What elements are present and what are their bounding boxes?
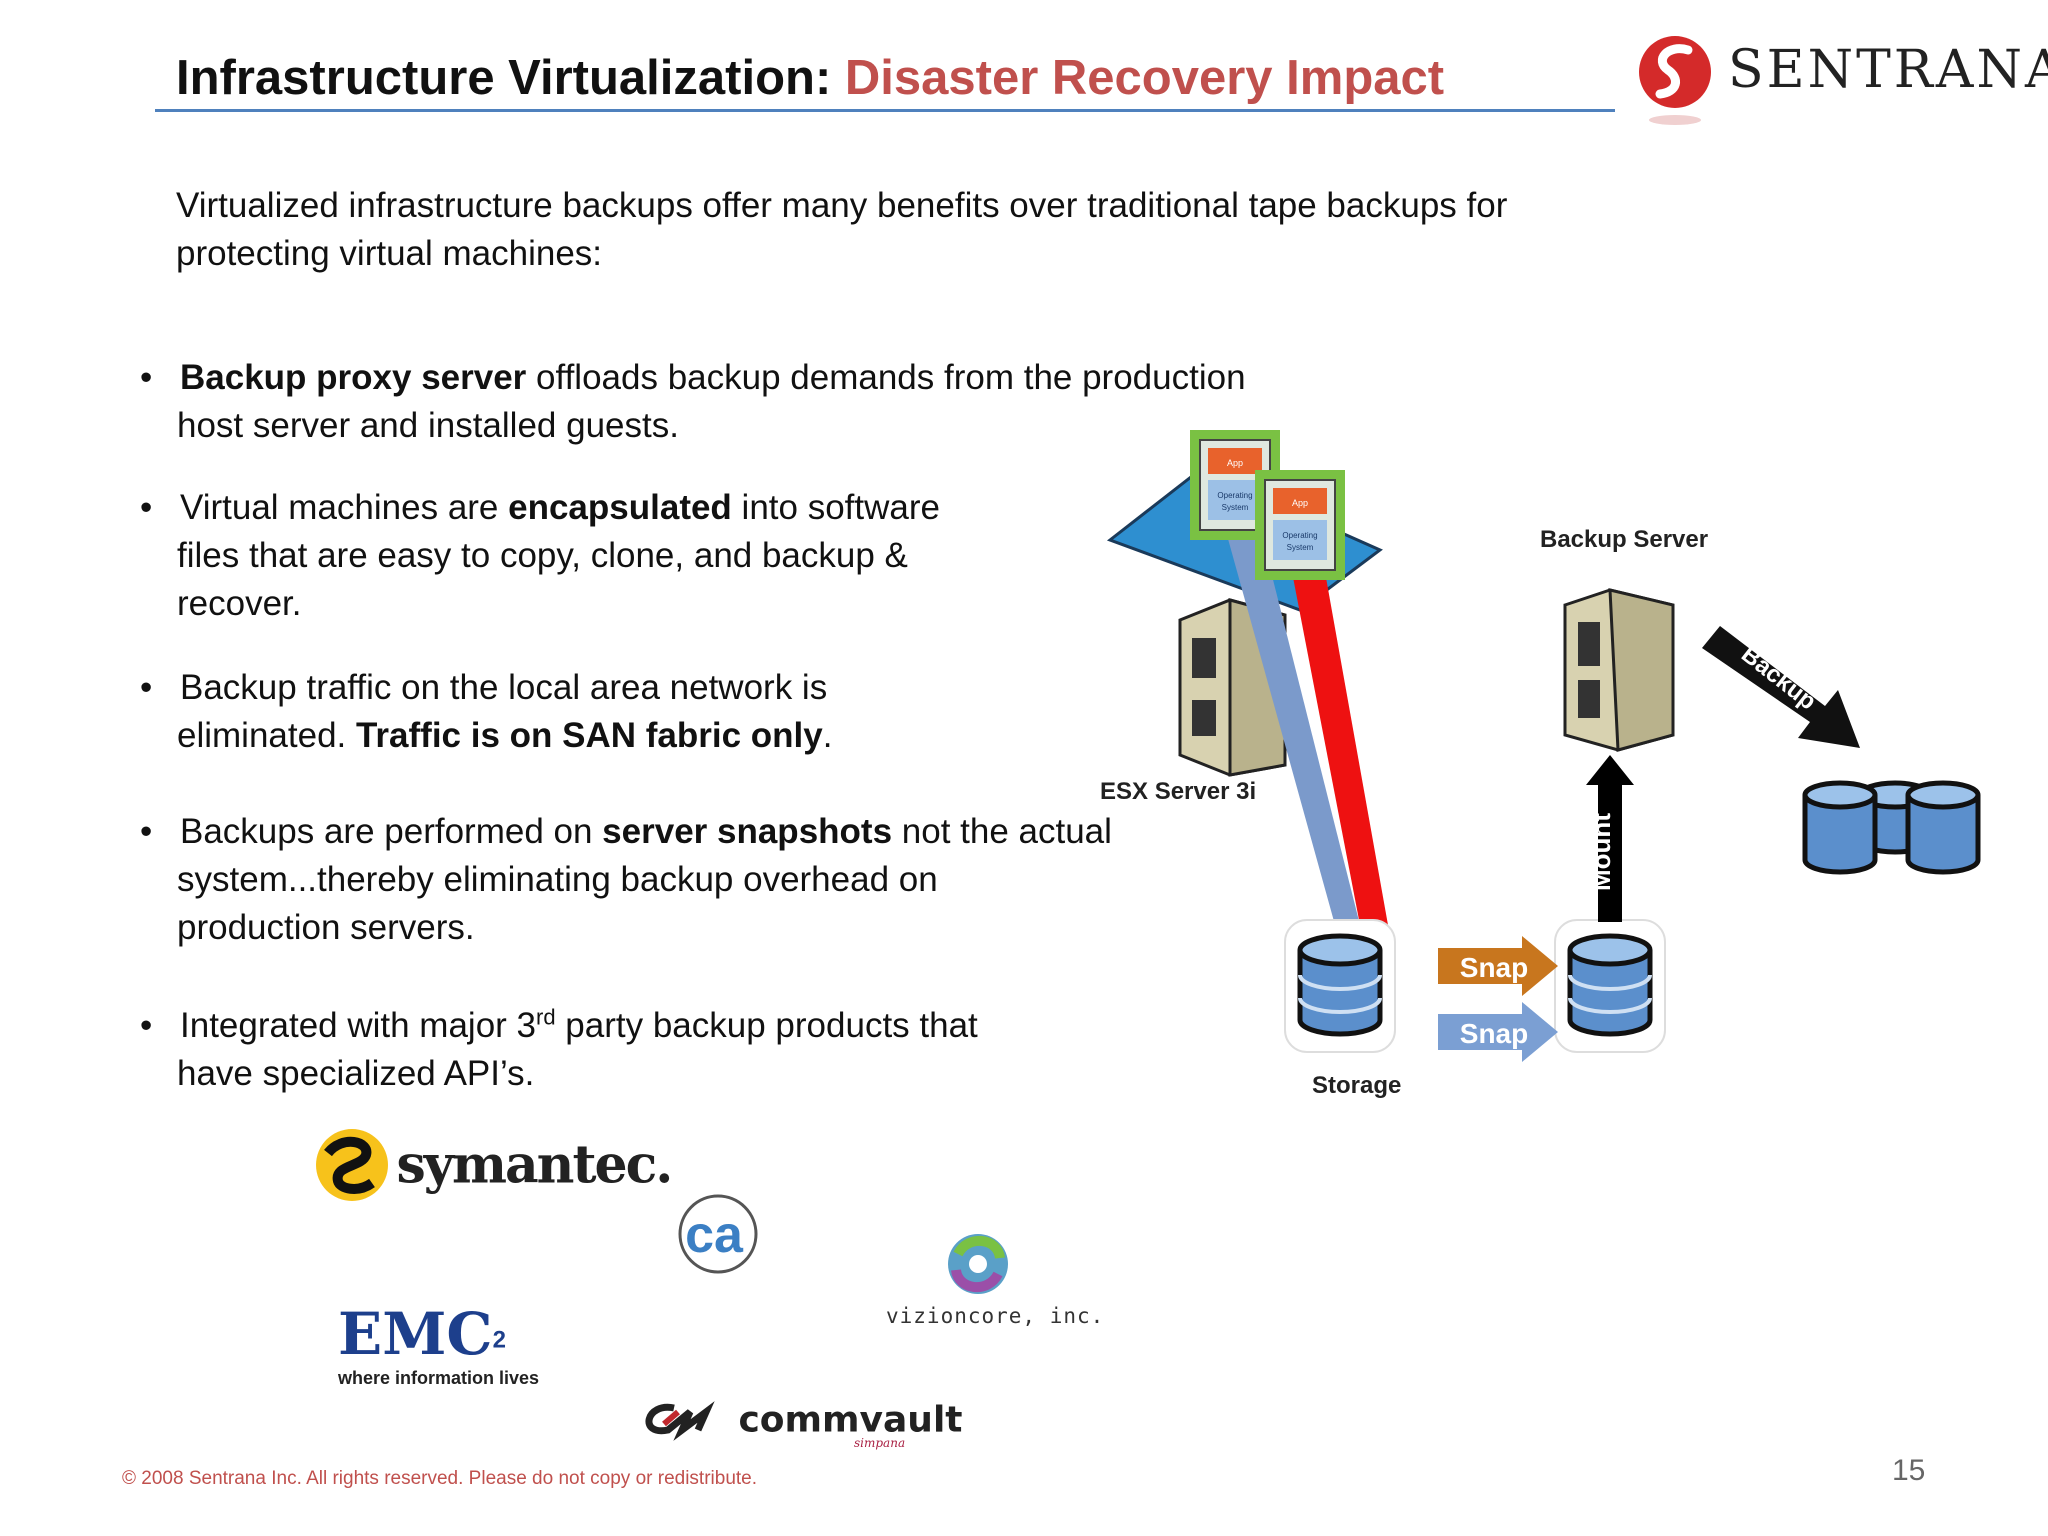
bullet-text: offloads backup demands from the product… xyxy=(526,358,1246,397)
backup-arrow xyxy=(1702,626,1860,748)
diagram-graphics: App Operating System App Operating Syste… xyxy=(1106,430,1981,1062)
symantec-logo: symantec. xyxy=(312,1125,673,1205)
storage-disk-icon xyxy=(1284,919,1396,1053)
intro-paragraph: Virtualized infrastructure backups offer… xyxy=(176,186,1508,273)
bullet-text: production servers. xyxy=(177,908,475,947)
sentrana-swirl-icon xyxy=(1639,36,1711,125)
mount-label: Mount xyxy=(1586,813,1616,891)
esx-server-label: ESX Server 3i xyxy=(1100,778,1257,805)
backup-diagram: App Operating System App Operating Syste… xyxy=(1060,400,2020,1120)
sentrana-logo: SENTRANA xyxy=(1630,30,2048,130)
bullet-text: Backups are performed on xyxy=(180,812,603,851)
vm1-os-line1: Operating xyxy=(1217,491,1252,500)
blue-beam xyxy=(1225,528,1360,925)
bullet-icon: • xyxy=(140,1006,153,1045)
bullet-icon: • xyxy=(140,812,153,851)
emc-tagline: where information lives xyxy=(338,1368,540,1388)
vizioncore-text: vizioncore, inc. xyxy=(886,1304,1105,1328)
snap-label-1: Snap xyxy=(1460,952,1528,983)
snapshot-disk-icon xyxy=(1554,919,1666,1053)
symantec-text: symantec. xyxy=(396,1134,673,1196)
bullet-text: into software xyxy=(731,488,940,527)
title-accent: Disaster Recovery Impact xyxy=(844,51,1445,105)
snap-arrow-blue xyxy=(1438,1002,1558,1062)
vm2-os-line2: System xyxy=(1287,543,1314,552)
red-beam xyxy=(1292,572,1388,925)
bullet-bold: Backup proxy server xyxy=(180,358,527,397)
backup-server-icon xyxy=(1563,588,1675,752)
title-underline xyxy=(155,109,1615,112)
emc-superscript: 2 xyxy=(492,1326,506,1354)
bullet-text: . xyxy=(822,716,833,755)
mount-arrow xyxy=(1586,755,1634,922)
bullet-text: Backup traffic on the local area network… xyxy=(180,668,828,707)
vm1-os-line2: System xyxy=(1222,503,1249,512)
storage-label: Storage xyxy=(1312,1072,1402,1099)
bullet-text: system...thereby eliminating backup over… xyxy=(177,860,938,899)
bullet-icon: • xyxy=(140,668,153,707)
commvault-text: commvault xyxy=(738,1399,963,1441)
vm2-app-label: App xyxy=(1292,498,1308,508)
ca-logo: ca xyxy=(662,1192,766,1283)
page-number: 15 xyxy=(1892,1454,1926,1487)
ca-text: ca xyxy=(685,1206,744,1264)
logo-text: SENTRANA xyxy=(1728,40,2048,100)
vizioncore-logo: vizioncore, inc. xyxy=(886,1224,1104,1328)
ca-icon: ca xyxy=(678,1194,758,1274)
bullet-bold: Traffic is on SAN fabric only xyxy=(355,716,823,755)
vizioncore-swirl-icon xyxy=(948,1234,1008,1294)
bullet-text: party backup products that xyxy=(555,1006,978,1045)
bullet-text: eliminated. xyxy=(177,716,356,755)
snap-arrow-orange xyxy=(1438,936,1558,996)
vm1-app-label: App xyxy=(1227,458,1243,468)
title-prefix: Infrastructure Virtualization: xyxy=(176,51,845,105)
commvault-icon xyxy=(645,1401,715,1441)
copyright-footer: © 2008 Sentrana Inc. All rights reserved… xyxy=(122,1468,758,1489)
snap-label-2: Snap xyxy=(1460,1018,1528,1049)
bullet-superscript: rd xyxy=(536,1004,556,1030)
commvault-tagline: simpana xyxy=(854,1436,906,1450)
commvault-logo: commvault simpana xyxy=(634,1398,963,1450)
backup-disks-icon xyxy=(1802,780,1981,875)
bullet-text: have specialized API’s. xyxy=(177,1054,535,1093)
bullet-text: Virtual machines are xyxy=(180,488,509,527)
vm-card-2 xyxy=(1255,470,1345,580)
symantec-icon xyxy=(316,1129,388,1201)
bullet-text: files that are easy to copy, clone, and … xyxy=(177,536,908,575)
bullet-text: Integrated with major 3 xyxy=(180,1006,537,1045)
bullet-text: not the actual xyxy=(892,812,1112,851)
bullet-text: host server and installed guests. xyxy=(177,406,679,445)
slide-title: Infrastructure Virtualization: Disaster … xyxy=(176,50,1444,106)
emc-text: EMC xyxy=(338,1300,493,1368)
bullet-text: recover. xyxy=(177,584,302,623)
backup-server-label: Backup Server xyxy=(1540,526,1709,553)
bullet-bold: server snapshots xyxy=(602,812,893,851)
bullet-bold: encapsulated xyxy=(508,488,732,527)
bullet-icon: • xyxy=(140,488,153,527)
emc-logo: EMC2 where information lives xyxy=(338,1300,539,1389)
bullet-icon: • xyxy=(140,358,153,397)
vm2-os-line1: Operating xyxy=(1282,531,1317,540)
